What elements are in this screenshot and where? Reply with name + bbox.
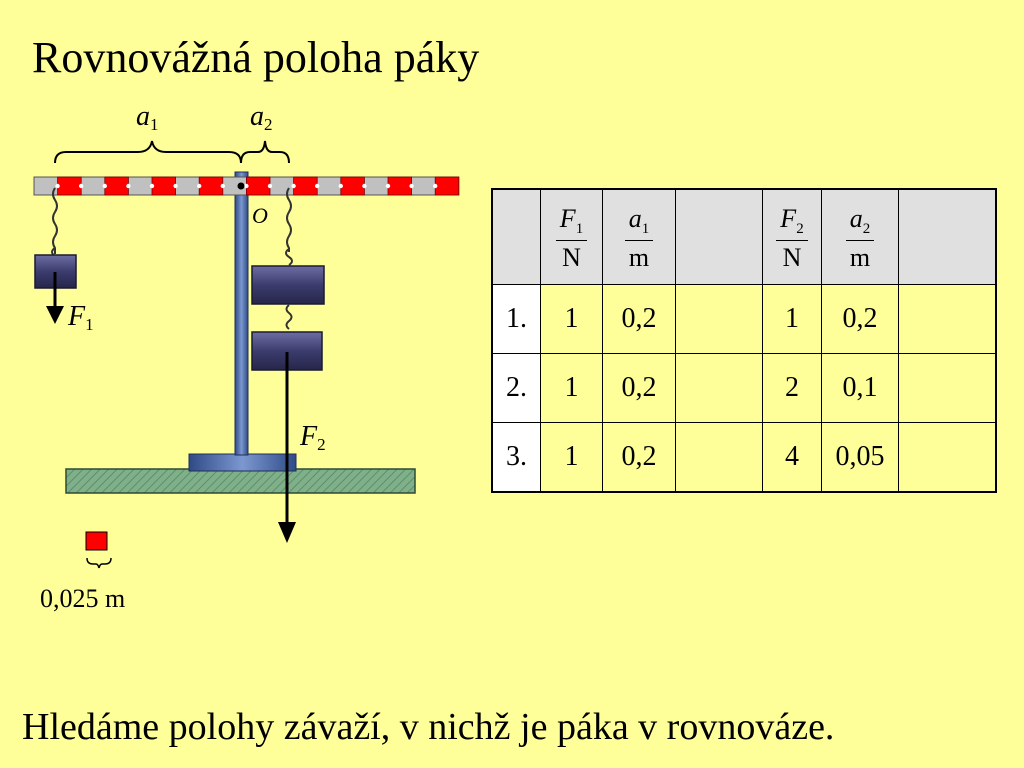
- cell-a1: 0,2: [602, 422, 676, 493]
- lever-rivet: [126, 183, 131, 189]
- lever-rivet: [220, 183, 225, 189]
- arm2-label: a2: [250, 101, 273, 134]
- lever-rivet: [385, 183, 391, 189]
- cell-a1: 0,2: [602, 353, 676, 423]
- scale-block: [85, 531, 108, 551]
- lever-segment-red: [387, 176, 413, 196]
- lever-rivet: [149, 183, 155, 189]
- cell-empty: [675, 422, 763, 493]
- lever-rivet: [197, 183, 202, 189]
- lever-segment-red: [151, 176, 177, 196]
- stand-rod: [234, 171, 249, 456]
- lever-segment-red: [198, 176, 224, 196]
- lever-rivet: [362, 183, 367, 189]
- lever-segment-red: [245, 176, 271, 196]
- hook-right-top: [285, 248, 293, 266]
- lever-segment-red: [340, 176, 365, 196]
- header-cell-empty: [675, 188, 763, 285]
- page-title: Rovnovážná poloha páky: [32, 33, 480, 82]
- cell-empty: [675, 353, 763, 423]
- cell-a2: 0,1: [821, 353, 899, 423]
- cell-f1: 1: [540, 422, 603, 493]
- brace-a1: [54, 140, 242, 164]
- cell-a2: 0,2: [821, 284, 899, 354]
- lever-segment-red: [104, 176, 129, 196]
- force2-label: F2: [299, 421, 326, 454]
- cell-empty: [898, 353, 997, 423]
- cell-f2: 4: [762, 422, 822, 493]
- table-row: 2. 1 0,2 2 0,1: [491, 353, 997, 423]
- cell-f1: 1: [540, 353, 603, 423]
- lever-rivet: [102, 183, 108, 189]
- row-label: 1.: [491, 284, 541, 354]
- arm1-label: a1: [136, 101, 159, 134]
- header-cell-empty: [491, 188, 541, 285]
- lever-rivet: [267, 183, 273, 189]
- force1-label: F1: [67, 301, 94, 334]
- row-label: 3.: [491, 422, 541, 493]
- lever-rivet: [409, 183, 414, 189]
- lever-rivet: [79, 183, 84, 189]
- stand-foot: [188, 453, 297, 472]
- force1-arrow-head: [46, 306, 64, 324]
- cell-f2: 1: [762, 284, 822, 354]
- lever-rivet: [173, 183, 178, 189]
- lever-rivet: [291, 183, 296, 189]
- hook-right-mid: [285, 304, 293, 330]
- chain-left: [52, 187, 58, 254]
- chain-right: [286, 187, 292, 252]
- footer-text: Hledáme polohy závaží, v nichž je páka v…: [22, 706, 835, 748]
- ground-base: [65, 468, 416, 494]
- lever-segment-red: [293, 176, 318, 196]
- header-cell-empty: [898, 188, 997, 285]
- lever-rivet: [55, 183, 60, 189]
- table-row: 1. 1 0,2 1 0,2: [491, 284, 997, 354]
- force2-arrow-head: [278, 522, 296, 543]
- lever-rivet: [244, 183, 249, 189]
- pivot-label: O: [252, 203, 268, 228]
- lever-segment-red: [434, 176, 460, 196]
- scale-label: 0,025 m: [40, 584, 125, 613]
- cell-f2: 2: [762, 353, 822, 423]
- weight-right-top: [251, 265, 325, 305]
- table-row: 3. 1 0,2 4 0,05: [491, 422, 997, 493]
- cell-f1: 1: [540, 284, 603, 354]
- cell-empty: [675, 284, 763, 354]
- lever-beam: [33, 176, 460, 196]
- brace-a2: [240, 140, 290, 164]
- pivot-point: [237, 182, 245, 190]
- scale-brace: [86, 557, 112, 569]
- lever-rivet: [433, 183, 438, 189]
- lever-rivet: [338, 183, 343, 189]
- cell-empty: [898, 284, 997, 354]
- cell-a1: 0,2: [602, 284, 676, 354]
- lever-segment-red: [57, 176, 82, 196]
- row-label: 2.: [491, 353, 541, 423]
- lever-rivet: [315, 183, 320, 189]
- cell-empty: [898, 422, 997, 493]
- cell-a2: 0,05: [821, 422, 899, 493]
